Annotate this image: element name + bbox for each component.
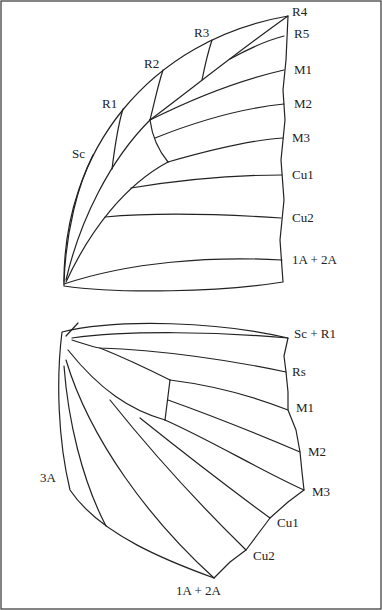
vein-label: R5 bbox=[294, 26, 309, 41]
vein bbox=[165, 420, 304, 490]
vein bbox=[112, 109, 123, 169]
vein-label: M2 bbox=[294, 96, 312, 111]
vein bbox=[100, 348, 170, 380]
forewing-outline bbox=[64, 16, 288, 291]
vein bbox=[168, 400, 300, 452]
vein bbox=[66, 323, 78, 336]
vein-label: Cu1 bbox=[292, 167, 314, 182]
vein bbox=[150, 70, 284, 120]
vein-label: 3A bbox=[40, 470, 56, 485]
hindwing-outline bbox=[59, 323, 304, 578]
vein-label: Sc + R1 bbox=[294, 326, 336, 341]
vein bbox=[64, 155, 93, 282]
vein bbox=[150, 16, 288, 120]
vein-label: R4 bbox=[292, 4, 307, 19]
vein bbox=[72, 340, 286, 372]
vein-label: Rs bbox=[292, 364, 306, 379]
vein bbox=[66, 360, 214, 578]
vein bbox=[230, 36, 284, 59]
vein bbox=[170, 380, 288, 410]
vein-label: Cu2 bbox=[253, 548, 275, 563]
vein-label: R3 bbox=[194, 25, 209, 40]
vein bbox=[155, 104, 284, 138]
vein-label: M1 bbox=[294, 62, 312, 77]
vein bbox=[168, 138, 283, 162]
vein bbox=[140, 418, 270, 518]
vein-label: 1A + 2A bbox=[176, 583, 221, 598]
vein-label: Sc bbox=[72, 146, 85, 161]
vein bbox=[150, 70, 163, 120]
vein bbox=[150, 120, 168, 162]
vein-label: M3 bbox=[292, 130, 310, 145]
vein-label: M2 bbox=[308, 444, 326, 459]
vein bbox=[202, 40, 212, 80]
vein bbox=[64, 259, 282, 284]
vein-label: M1 bbox=[296, 400, 314, 415]
vein bbox=[72, 333, 288, 338]
vein-label: Cu2 bbox=[292, 210, 314, 225]
vein bbox=[68, 350, 165, 420]
vein bbox=[110, 400, 246, 550]
vein-label: Cu1 bbox=[277, 515, 299, 530]
vein bbox=[105, 214, 281, 218]
vein-label: M3 bbox=[312, 484, 330, 499]
vein-label: R1 bbox=[102, 96, 117, 111]
vein bbox=[64, 366, 106, 526]
vein-label: R2 bbox=[144, 56, 159, 71]
vein-label: 1A + 2A bbox=[292, 252, 337, 267]
vein bbox=[131, 175, 282, 188]
